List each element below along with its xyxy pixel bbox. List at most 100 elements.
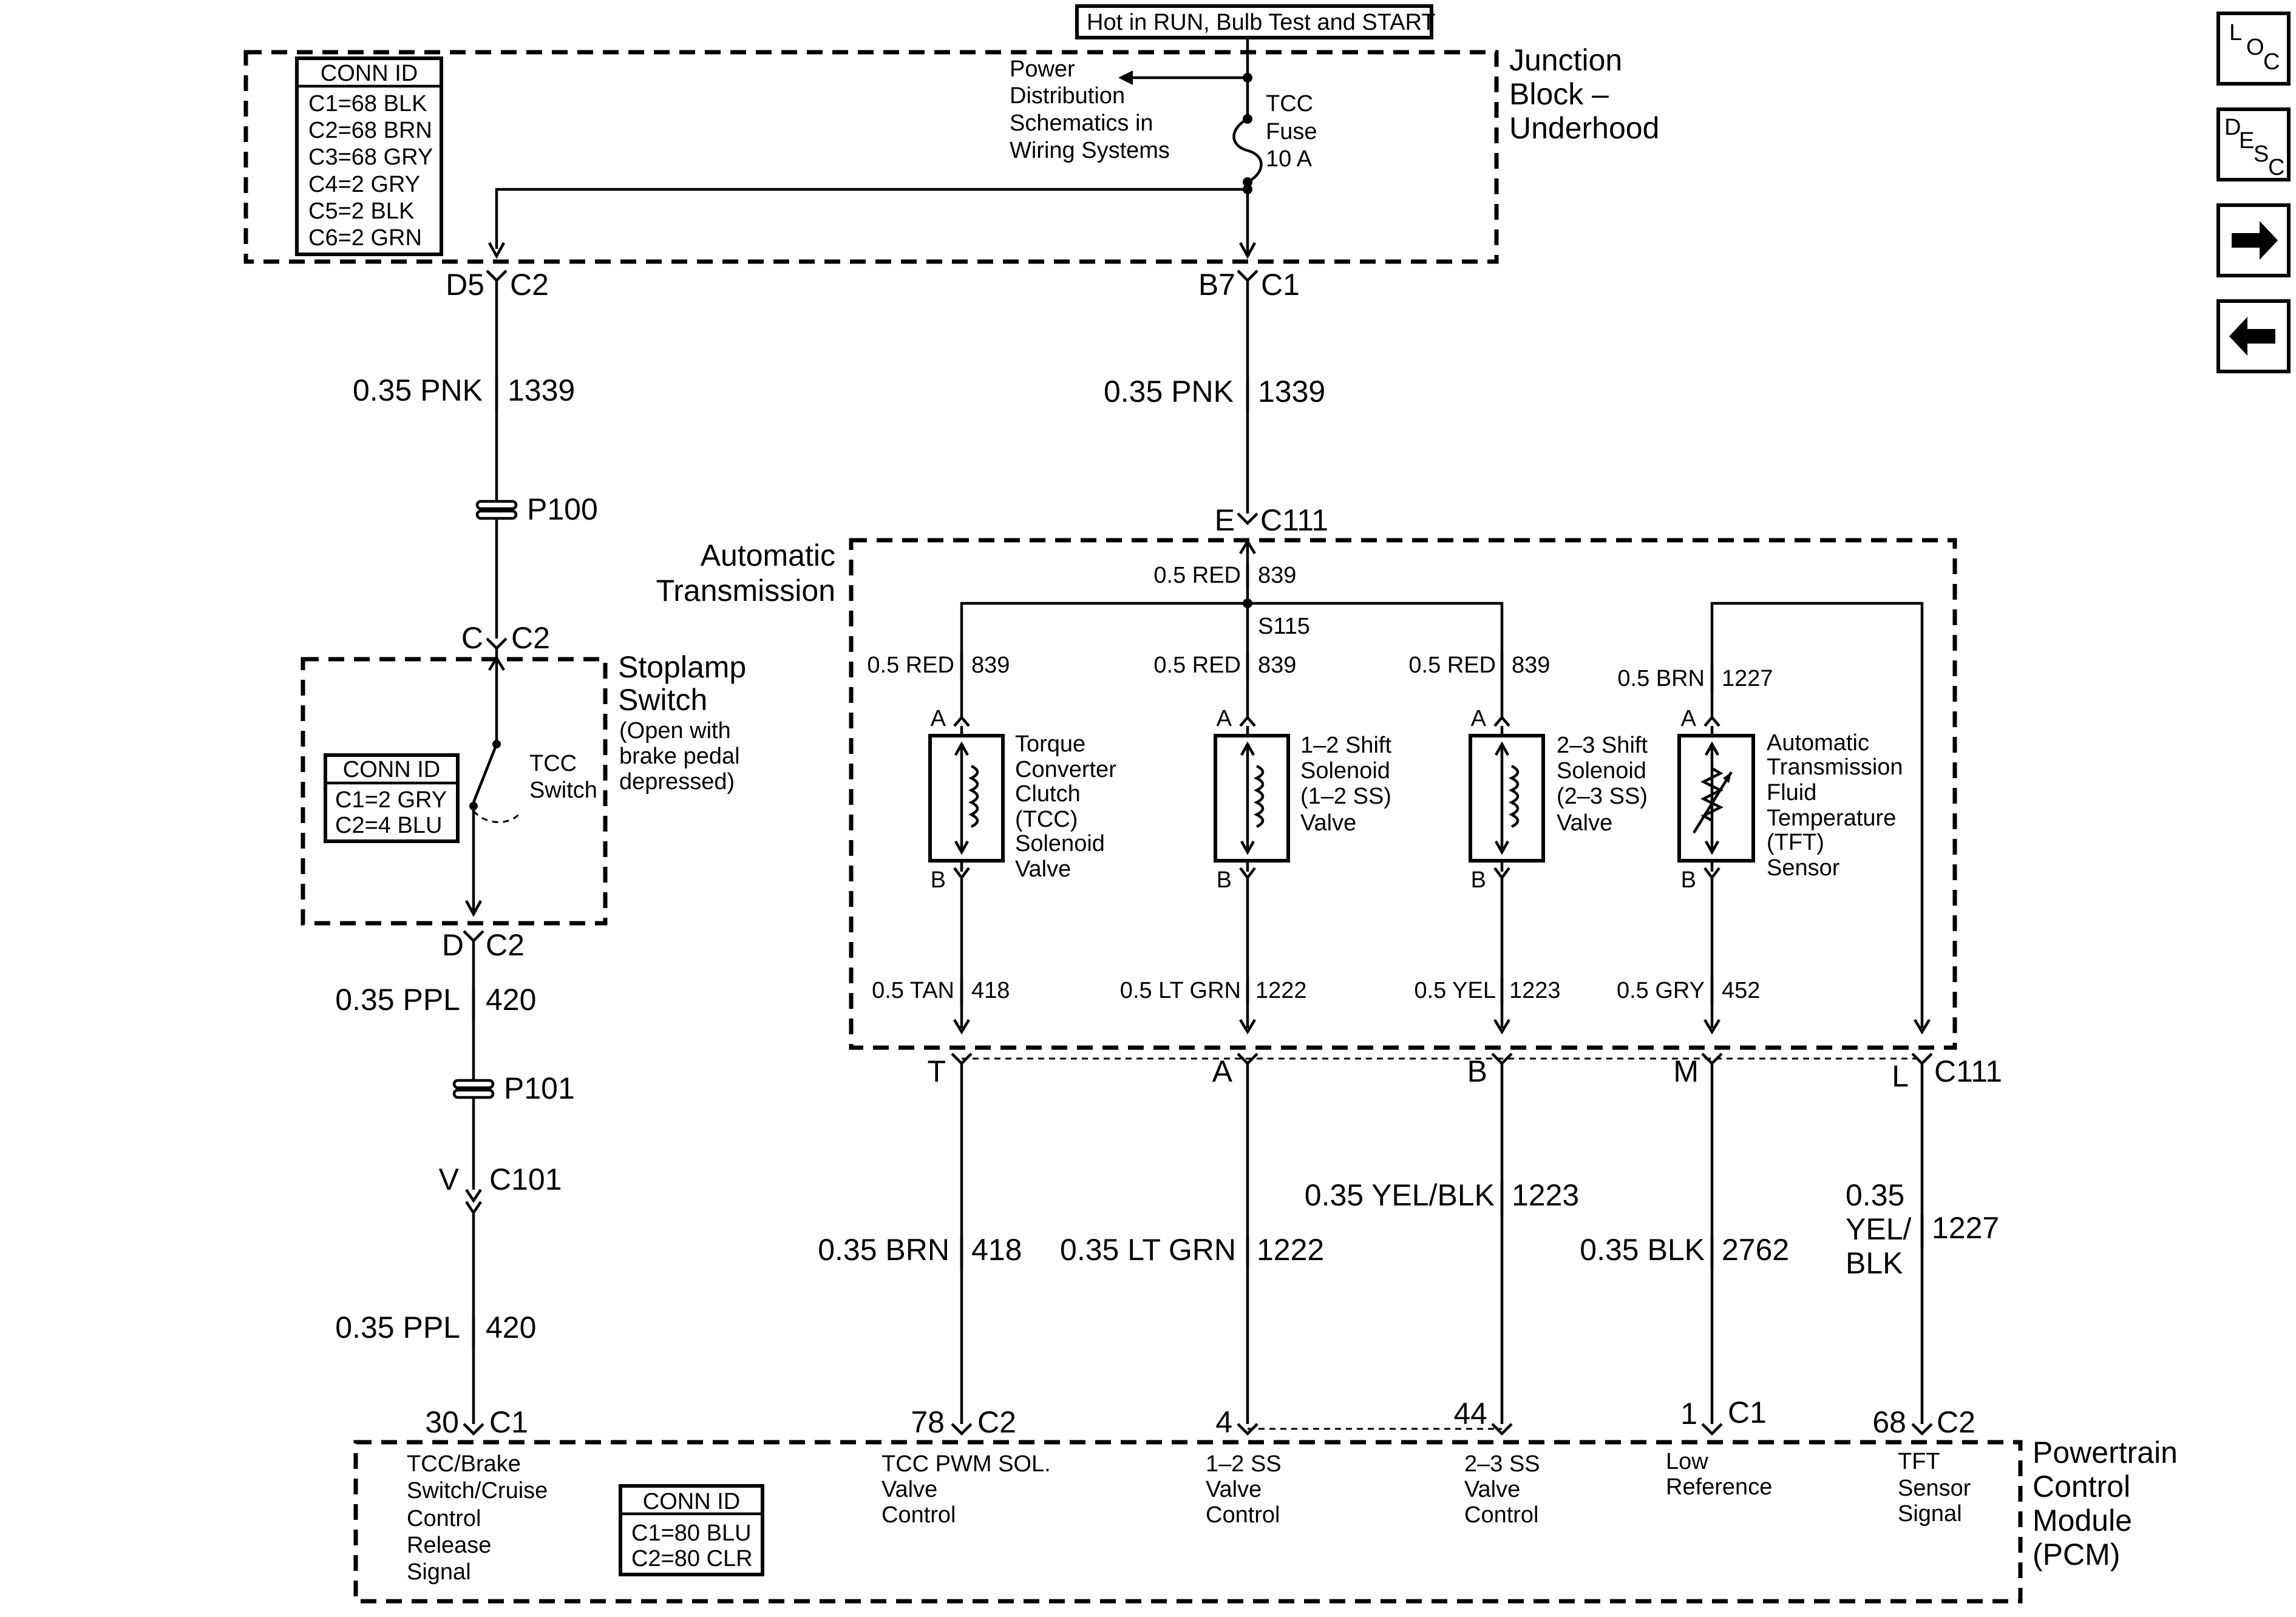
- svg-text:C111: C111: [1934, 1054, 2002, 1088]
- next-button[interactable]: [2216, 203, 2291, 277]
- svg-text:0.35 LT GRN: 0.35 LT GRN: [1060, 1233, 1236, 1267]
- wire-label-tcc-b: 0.5 TAN 418: [872, 977, 1010, 1005]
- svg-text:C1=68 BLK: C1=68 BLK: [308, 91, 427, 117]
- power-distribution-reference: Power Distribution Schematics in Wiring …: [1010, 56, 1170, 163]
- svg-text:C111: C111: [1260, 503, 1328, 537]
- svg-text:M: M: [1673, 1054, 1699, 1088]
- wire-label-ss23-a: 0.5 RED 839: [1408, 652, 1550, 680]
- svg-text:(1–2 SS): (1–2 SS): [1300, 784, 1391, 809]
- svg-text:B7: B7: [1198, 268, 1235, 302]
- svg-text:Stoplamp: Stoplamp: [618, 650, 746, 684]
- svg-text:Fuse: Fuse: [1266, 119, 1317, 144]
- svg-text:L: L: [1892, 1059, 1909, 1093]
- svg-text:1–2 Shift: 1–2 Shift: [1300, 733, 1391, 758]
- svg-text:CONN ID: CONN ID: [343, 757, 440, 782]
- tcc-brake-switch: TCC Switch: [465, 648, 597, 917]
- svg-text:B: B: [1217, 867, 1232, 893]
- svg-text:C: C: [2263, 49, 2280, 75]
- svg-text:Valve: Valve: [1015, 856, 1071, 882]
- svg-text:1–2 SS: 1–2 SS: [1206, 1451, 1282, 1477]
- stoplamp-switch-outline: [301, 657, 608, 926]
- svg-text:420: 420: [486, 1310, 536, 1344]
- svg-text:Automatic: Automatic: [1767, 730, 1869, 756]
- svg-text:S: S: [2254, 141, 2269, 167]
- svg-text:1227: 1227: [1932, 1211, 1999, 1245]
- svg-text:(PCM): (PCM): [2033, 1537, 2120, 1571]
- hot-in-banner: Hot in RUN, Bulb Test and START: [1075, 4, 1435, 39]
- svg-text:depressed): depressed): [619, 769, 735, 795]
- svg-text:C2: C2: [511, 621, 550, 655]
- svg-text:C5=2 BLK: C5=2 BLK: [308, 198, 414, 224]
- svg-text:Fluid: Fluid: [1767, 780, 1816, 805]
- svg-text:78: 78: [911, 1405, 945, 1439]
- svg-text:1223: 1223: [1512, 1178, 1579, 1212]
- svg-text:C: C: [461, 621, 483, 655]
- desc-button[interactable]: D E S C: [2216, 107, 2291, 181]
- svg-text:C1=80 BLU: C1=80 BLU: [631, 1520, 752, 1546]
- wire-label-lowref-pcm: 0.35 BLK 2762: [1580, 1233, 1789, 1270]
- svg-text:Control: Control: [407, 1506, 481, 1531]
- tcc-solenoid-valve: A B Torque Converter Clutch (TCC) Soleno…: [928, 706, 1116, 893]
- svg-text:Sensor: Sensor: [1767, 855, 1840, 881]
- svg-text:brake pedal: brake pedal: [619, 744, 740, 769]
- power-distribution-arrow-icon: [1118, 70, 1133, 85]
- splice-p100: P100: [475, 492, 598, 526]
- pcm-connectors: 30 C1 78 C2 4 44 1 C1 68 C2: [425, 1395, 1975, 1439]
- svg-text:1223: 1223: [1509, 978, 1561, 1003]
- svg-text:B: B: [1681, 867, 1696, 893]
- svg-text:Control: Control: [881, 1502, 956, 1528]
- svg-text:0.35 PPL: 0.35 PPL: [335, 1310, 460, 1344]
- svg-text:P101: P101: [504, 1071, 575, 1105]
- svg-text:(TFT): (TFT): [1767, 830, 1824, 855]
- svg-text:Valve: Valve: [1206, 1477, 1262, 1502]
- svg-text:(TCC): (TCC): [1015, 807, 1078, 832]
- svg-text:44: 44: [1453, 1397, 1487, 1431]
- splice-s115-label: S115: [1258, 614, 1310, 639]
- svg-text:0.35 PPL: 0.35 PPL: [335, 983, 460, 1017]
- svg-text:Underhood: Underhood: [1509, 111, 1659, 145]
- automatic-transmission-name: Automatic Transmission: [656, 538, 835, 608]
- wire-label-ss12-pcm: 0.35 LT GRN 1222: [1060, 1233, 1324, 1270]
- connector-c-c2-stoplamp: C C2: [461, 621, 550, 655]
- tft-sensor: A B Automatic Transmission Fluid Tempera…: [1677, 706, 1903, 893]
- wire-label-tft-a: 0.5 BRN 1227: [1617, 665, 1773, 693]
- svg-text:Valve: Valve: [1464, 1477, 1520, 1502]
- svg-text:Temperature: Temperature: [1767, 805, 1896, 831]
- svg-text:V: V: [439, 1162, 460, 1196]
- svg-text:CONN ID: CONN ID: [321, 61, 418, 86]
- pcm-name: Powertrain Control Module (PCM): [2033, 1436, 2178, 1571]
- connector-v-c101: V C101: [439, 1162, 562, 1216]
- svg-text:Switch: Switch: [618, 683, 707, 717]
- loc-button[interactable]: L O C: [2216, 12, 2291, 86]
- pcm-conn-id-table: CONN ID C1=80 BLU C2=80 CLR: [619, 1484, 764, 1576]
- svg-text:Sensor: Sensor: [1898, 1476, 1971, 1501]
- svg-text:0.35: 0.35: [1846, 1178, 1904, 1212]
- svg-text:Valve: Valve: [1300, 810, 1356, 836]
- svg-text:D: D: [442, 928, 464, 962]
- svg-text:Signal: Signal: [407, 1559, 471, 1585]
- arrow-right-icon: [2232, 221, 2278, 260]
- previous-button[interactable]: [2216, 299, 2291, 373]
- svg-text:C1: C1: [1728, 1395, 1767, 1429]
- svg-text:CONN ID: CONN ID: [643, 1489, 740, 1514]
- svg-text:1222: 1222: [1257, 1233, 1324, 1267]
- connector-c111-bottom: T A B M L C111: [927, 1053, 2002, 1093]
- svg-text:Control: Control: [1464, 1502, 1539, 1528]
- pcm-tft-signal-label: TFT Sensor Signal: [1898, 1449, 1971, 1527]
- svg-text:C2=68 BRN: C2=68 BRN: [308, 118, 432, 143]
- svg-text:Junction: Junction: [1509, 43, 1622, 77]
- svg-text:2–3 SS: 2–3 SS: [1464, 1451, 1540, 1477]
- svg-text:1222: 1222: [1255, 978, 1307, 1003]
- svg-text:C1=2 GRY: C1=2 GRY: [335, 787, 447, 813]
- svg-text:C1: C1: [1261, 268, 1300, 302]
- svg-text:839: 839: [1512, 653, 1550, 678]
- svg-text:Valve: Valve: [881, 1477, 937, 1502]
- svg-text:1339: 1339: [1258, 375, 1325, 408]
- svg-text:Low: Low: [1666, 1449, 1708, 1474]
- svg-text:C2: C2: [1937, 1405, 1975, 1439]
- svg-text:0.5 YEL: 0.5 YEL: [1414, 978, 1496, 1003]
- connector-d5-c2: D5 C2: [446, 268, 549, 302]
- wire-label-tcc-a: 0.5 RED 839: [867, 652, 1010, 680]
- svg-text:YEL/: YEL/: [1846, 1212, 1912, 1246]
